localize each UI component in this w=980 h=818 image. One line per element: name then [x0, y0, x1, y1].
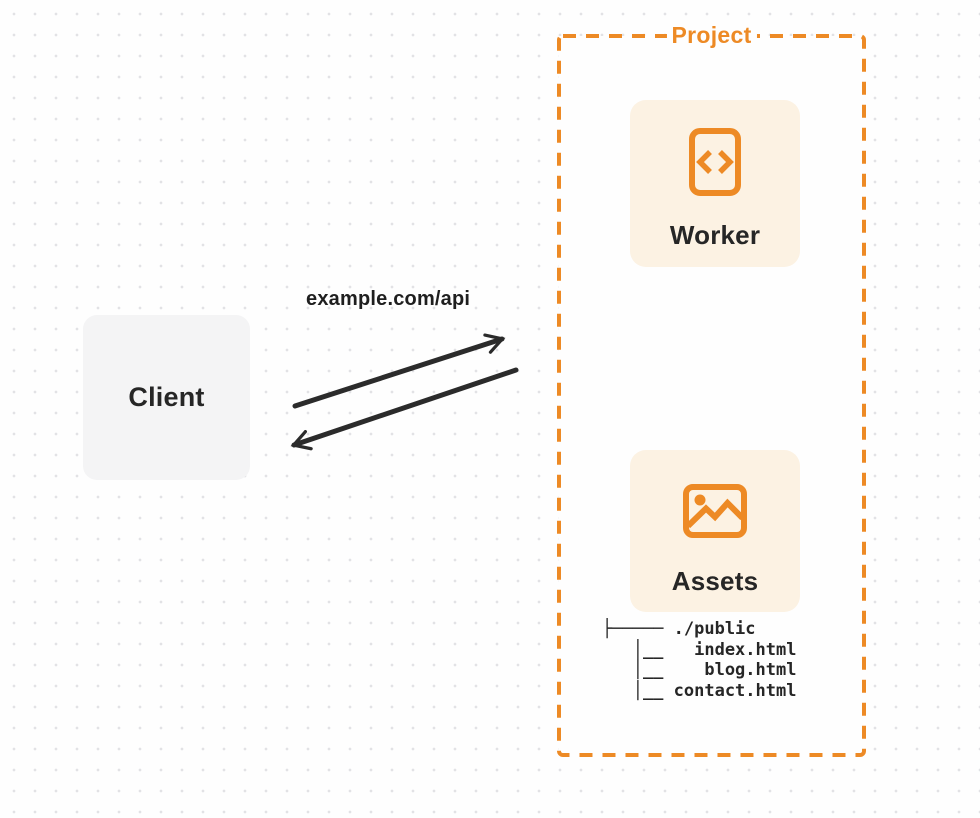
request-url-label: example.com/api	[306, 288, 471, 310]
response-arrow	[290, 367, 519, 451]
code-file-icon	[689, 128, 741, 196]
request-arrow	[292, 333, 506, 409]
file-tree-root: ├───── ./public	[602, 619, 756, 639]
assets-node: Assets	[630, 450, 800, 612]
project-boundary: Project Worker Assets ├───── ./public │_…	[557, 22, 866, 757]
project-label: Project	[666, 22, 757, 49]
assets-label: Assets	[671, 566, 759, 596]
client-node: Client	[83, 315, 250, 480]
client-label: Client	[128, 382, 205, 412]
file-tree-item: │__ index.html	[602, 639, 797, 660]
file-tree-item: │__ blog.html	[602, 660, 797, 680]
file-tree: ├───── ./public │__ index.html │__ blog.…	[602, 619, 796, 701]
file-tree-item: │__ contact.html	[602, 680, 797, 701]
worker-node: Worker	[630, 100, 800, 267]
image-icon	[683, 484, 747, 538]
worker-label: Worker	[669, 220, 761, 250]
